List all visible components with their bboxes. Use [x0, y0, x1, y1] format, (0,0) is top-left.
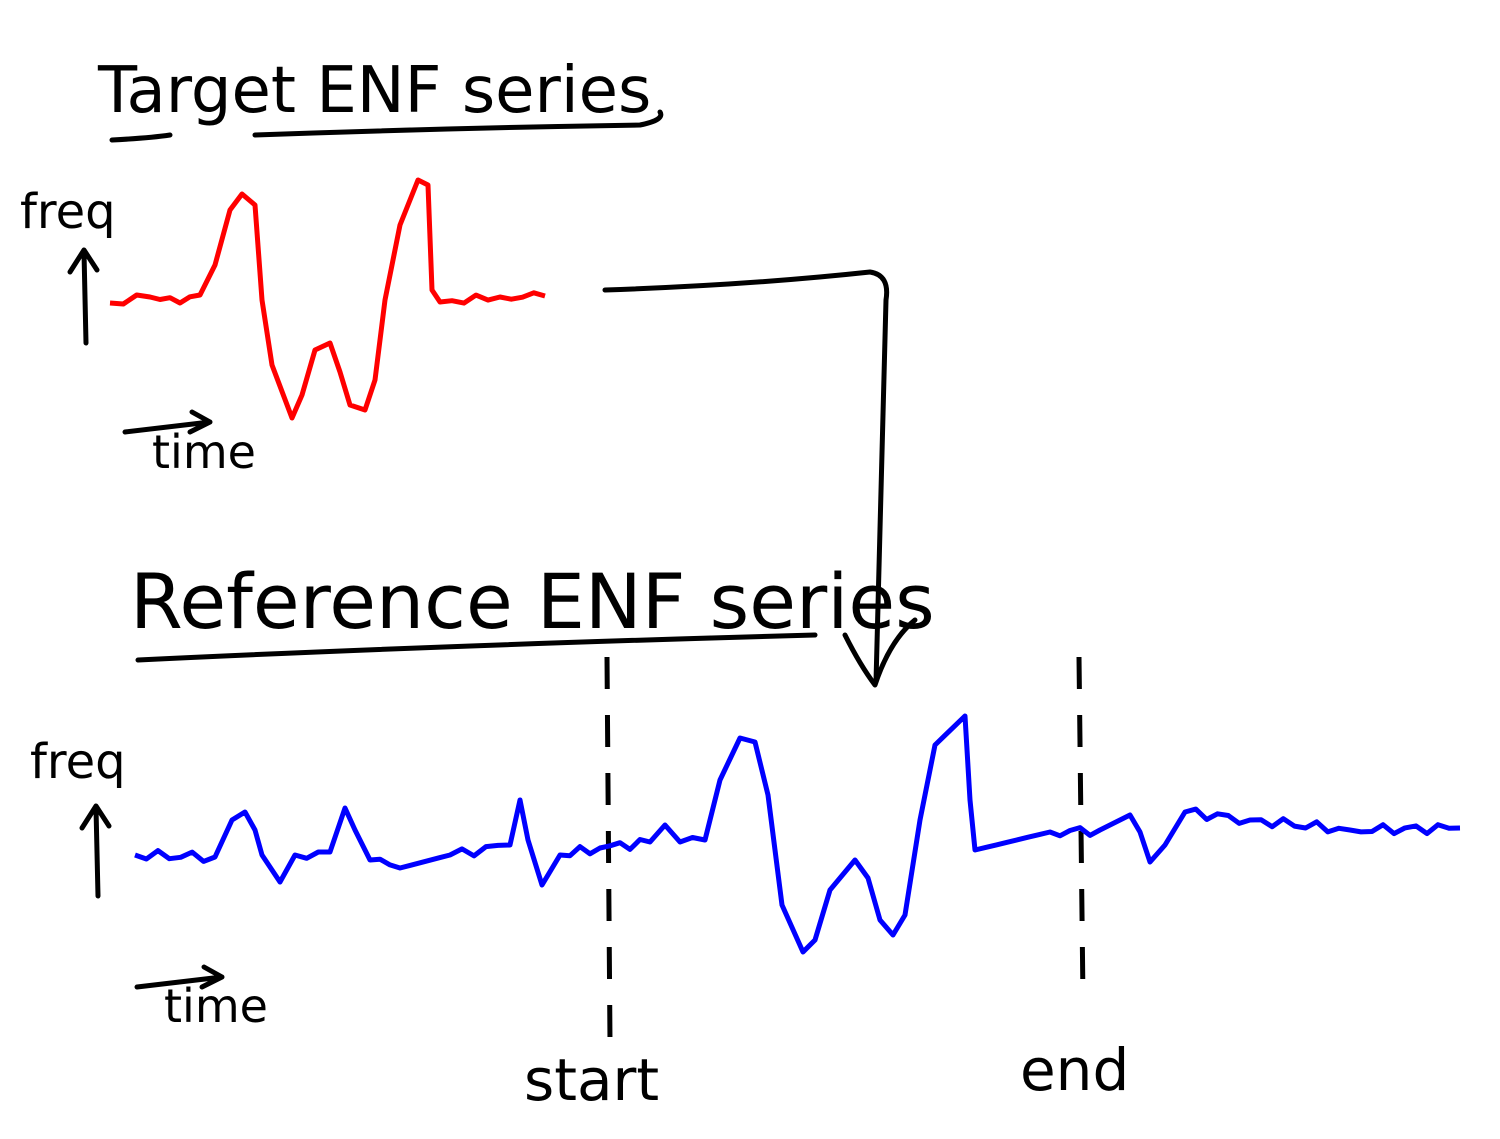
reference-freq-label: freq [30, 734, 126, 790]
target-freq-label: freq [20, 184, 116, 240]
reference-time-label: time [164, 979, 268, 1033]
target-time-arrow-icon [122, 409, 213, 435]
target-enf-curve [109, 177, 546, 421]
start-marker-line [604, 656, 613, 1043]
reference-title-underline [135, 632, 818, 663]
start-label: start [524, 1046, 659, 1114]
reference-title: Reference ENF series [130, 557, 935, 646]
reference-freq-arrow-icon [79, 803, 112, 899]
end-label: end [1020, 1036, 1129, 1104]
match-arrow-icon [602, 269, 918, 688]
target-title-underline [109, 109, 664, 143]
target-freq-arrow-icon [67, 247, 100, 346]
reference-enf-curve [134, 713, 1461, 955]
reference-time-arrow-icon [134, 964, 225, 990]
target-title: Target ENF series [97, 54, 651, 128]
target-time-label: time [152, 425, 256, 479]
